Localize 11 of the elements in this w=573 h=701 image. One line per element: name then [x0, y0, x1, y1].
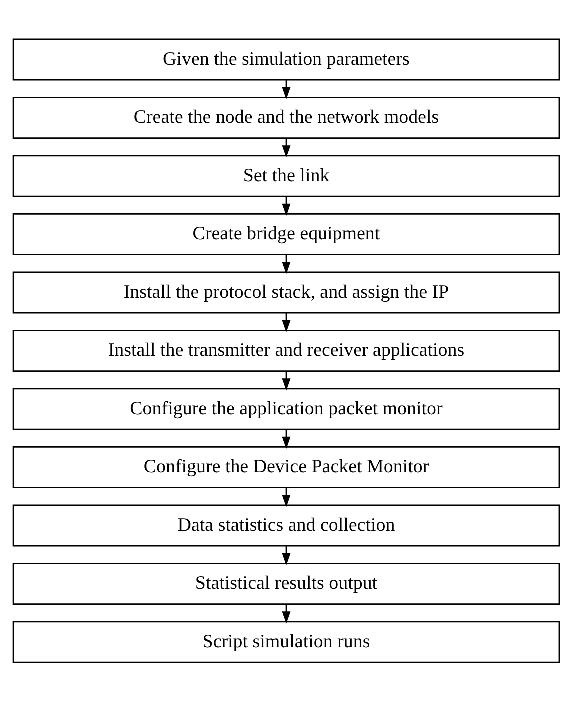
node-box: Install the protocol stack, and assign the IP	[12, 271, 560, 314]
node-box: Set the link	[12, 154, 560, 197]
node-box: Create the node and the network models	[12, 96, 560, 138]
node-box: Script simulation runs	[12, 620, 560, 663]
node-box: Install the transmitter and receiver applications	[12, 330, 560, 372]
node-box: Data statistics and collection	[12, 504, 560, 546]
node-box: Create bridge equipment	[12, 213, 560, 255]
node-box: Statistical results output	[12, 562, 560, 604]
node-box: Configure the Device Packet Monitor	[12, 446, 560, 488]
node-box: Configure the application packet monitor	[12, 388, 560, 430]
node-box: Given the simulation parameters	[12, 38, 560, 80]
